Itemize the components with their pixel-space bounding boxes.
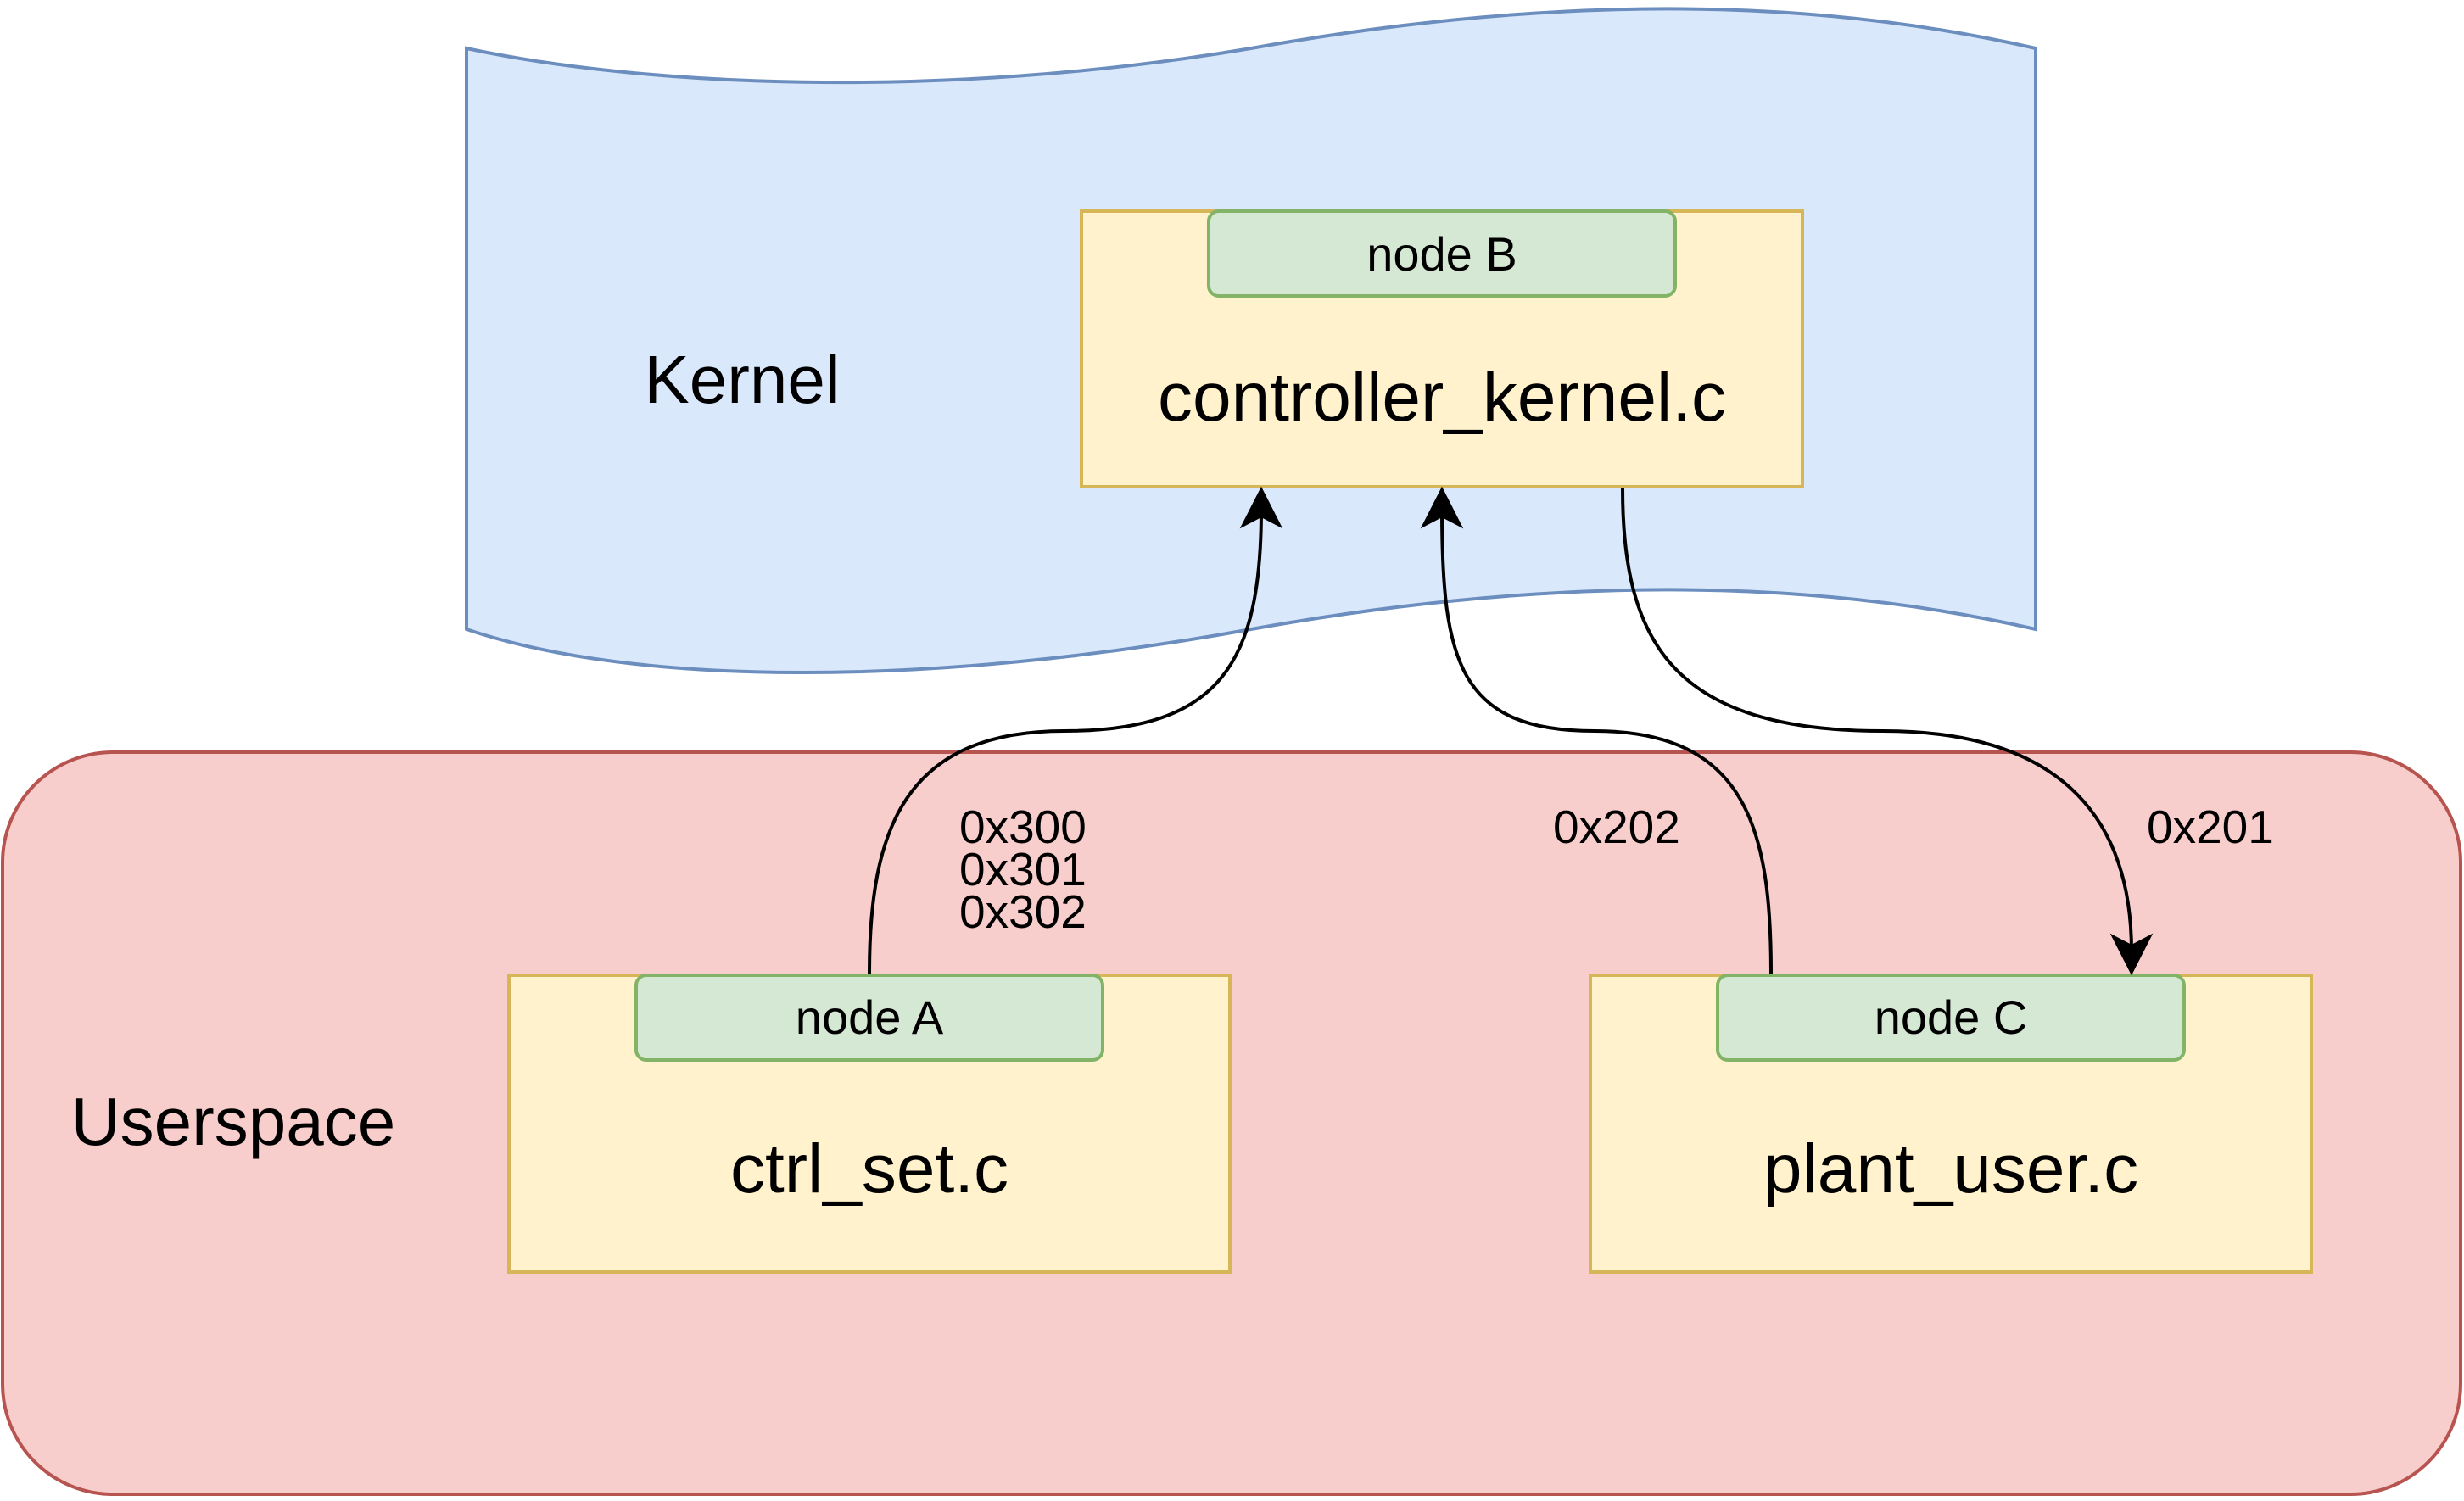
controller-kernel-module: node B controller_kernel.c (1080, 209, 1804, 488)
msg-label-0x300: 0x300 (959, 801, 1087, 853)
node-a-box (634, 974, 1104, 1062)
arrow-node-c-to-node-b (1440, 508, 1773, 974)
controller-kernel-filename: controller_kernel.c (1158, 359, 1726, 436)
node-c-box (1716, 974, 2186, 1062)
message-arrows (868, 488, 2133, 974)
node-a-label: node A (796, 990, 944, 1044)
plant-user-module: node C plant_user.c (1589, 974, 2313, 1274)
msg-label-0x302: 0x302 (959, 885, 1087, 938)
msg-label-0x202: 0x202 (1553, 801, 1680, 853)
message-labels: 0x300 0x301 0x302 0x202 0x201 (959, 801, 2274, 938)
userspace-label: Userspace (71, 1084, 395, 1159)
arrowheads (1239, 486, 2154, 976)
ctrl-set-module: node A ctrl_set.c (507, 974, 1232, 1274)
plant-user-filename: plant_user.c (1763, 1130, 2138, 1208)
arrowhead-node-b-center (1420, 486, 1464, 529)
arrow-node-b-to-node-c (1621, 488, 2133, 952)
node-b-box (1207, 209, 1677, 298)
msg-label-0x301: 0x301 (959, 843, 1087, 896)
kernel-label: Kernel (644, 342, 840, 417)
ctrl-set-filename: ctrl_set.c (730, 1130, 1009, 1208)
msg-label-0x201: 0x201 (2147, 801, 2274, 853)
node-c-label: node C (1875, 990, 2028, 1044)
arrow-node-a-to-node-b (868, 508, 1263, 974)
node-b-label: node B (1366, 227, 1517, 281)
arrowhead-node-c (2109, 933, 2154, 976)
arrowhead-node-b-left (1239, 486, 1283, 529)
